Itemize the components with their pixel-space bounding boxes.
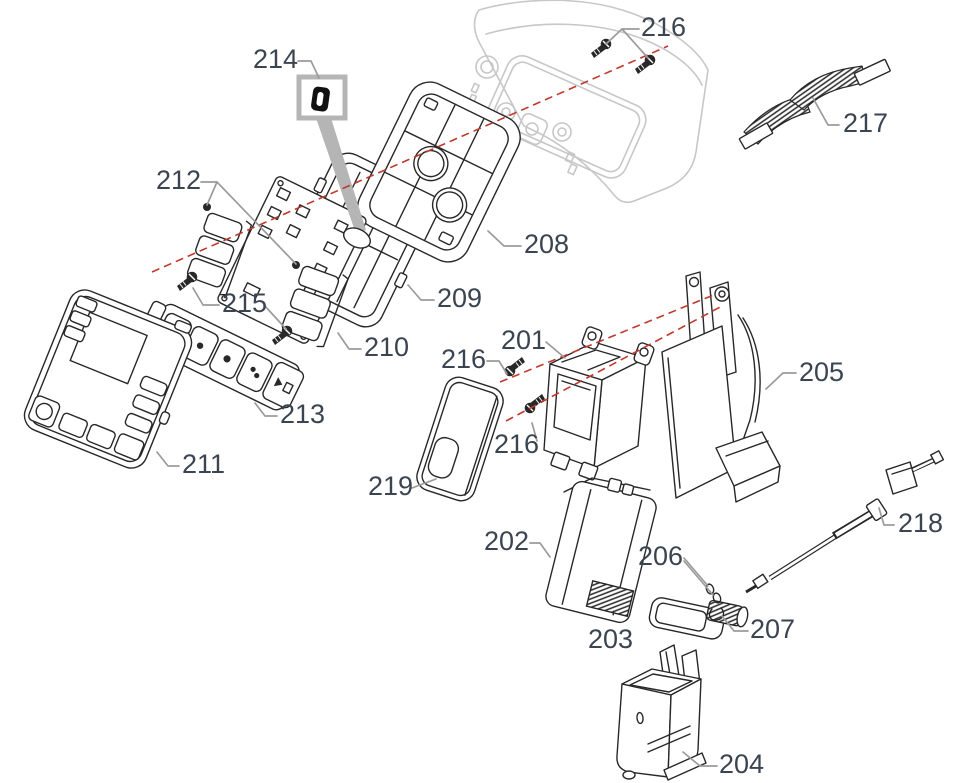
part-label-216-low: 216 <box>494 429 540 459</box>
part-label-217: 217 <box>843 108 889 138</box>
screw-216-mid-2 <box>524 393 546 414</box>
callout-wedge-214 <box>316 118 366 234</box>
part-label-218: 218 <box>898 508 944 538</box>
stack-screw-left <box>203 203 211 211</box>
part-label-208: 208 <box>524 229 570 259</box>
part-label-205: 205 <box>799 357 845 387</box>
part-212-switch-stack-board <box>281 265 349 348</box>
assembly-axis-lines <box>151 45 725 422</box>
part-204-bucket <box>616 644 707 781</box>
part-label-212: 212 <box>156 165 202 195</box>
part-203-dispenser-head <box>648 597 749 640</box>
grommet-hole <box>342 227 372 249</box>
part-label-211: 211 <box>182 449 226 479</box>
part-208-display-bezel <box>357 81 521 263</box>
part-label-202: 202 <box>484 526 530 556</box>
part-201-brew-unit <box>543 326 655 481</box>
part-202-container <box>545 477 657 624</box>
part-218-rod <box>745 450 945 594</box>
part-205-support-bracket <box>661 271 781 503</box>
part-label-219: 219 <box>368 471 414 501</box>
leader-lines <box>156 28 895 767</box>
part-label-203: 203 <box>588 624 634 654</box>
part-label-201: 201 <box>501 325 547 355</box>
callout-box-214 <box>296 74 348 121</box>
part-label-210: 210 <box>364 332 410 362</box>
screw-216-mid-1 <box>504 356 526 377</box>
part-212-switch-stack-left <box>186 212 253 296</box>
part-label-213: 213 <box>280 399 326 429</box>
screw-216-top-2 <box>634 54 656 75</box>
part-207-clip <box>708 607 725 621</box>
part-label-214: 214 <box>253 44 299 74</box>
part-label-215: 215 <box>222 288 268 318</box>
part-label-216-mid: 216 <box>441 344 487 374</box>
part-label-207: 207 <box>750 614 796 644</box>
ghost-top-housing <box>467 0 709 204</box>
part-label-209: 209 <box>437 283 483 313</box>
part-label-206: 206 <box>638 541 684 571</box>
part-label-204: 204 <box>719 749 765 779</box>
part-211-front-panel <box>23 289 193 469</box>
part-219-door <box>416 376 504 502</box>
part-217-ribbon-cable <box>738 58 891 150</box>
part-label-216-top: 216 <box>641 12 687 42</box>
